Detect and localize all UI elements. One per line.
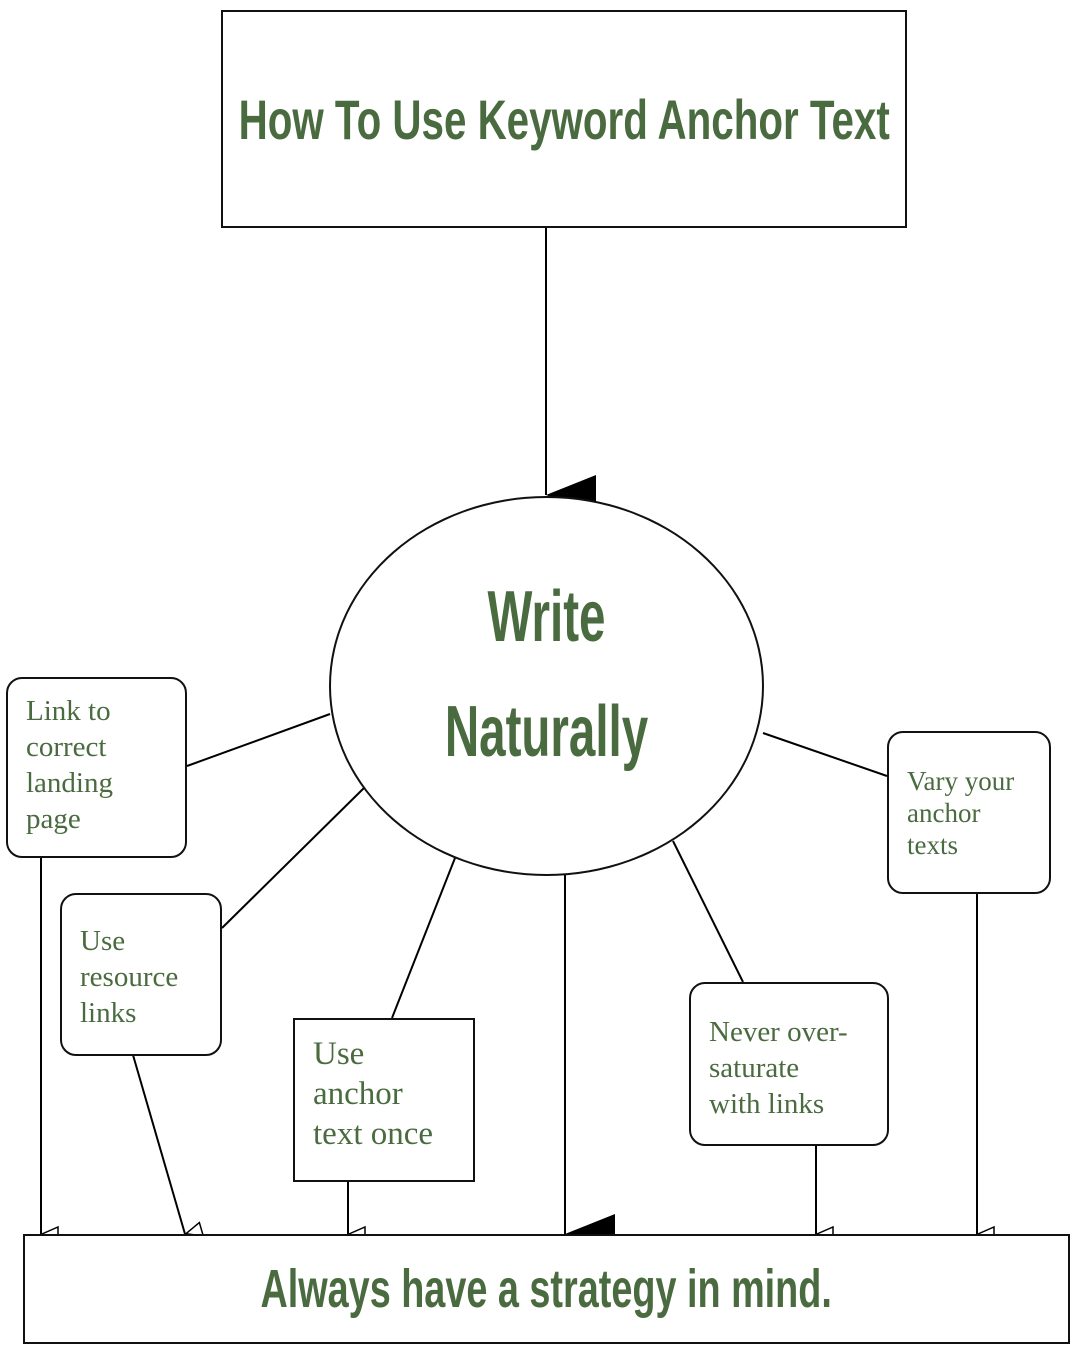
tip-oversaturate-line: Never over- bbox=[709, 1016, 848, 1048]
tip-resource-line: resource bbox=[80, 961, 179, 993]
tip-resource-links: Use resource links bbox=[60, 893, 222, 1056]
tip-resource-line: Use bbox=[80, 925, 126, 957]
center-node: Write Naturally bbox=[329, 496, 764, 876]
edge-center-to-vary bbox=[762, 732, 888, 777]
title-text: How To Use Keyword Anchor Text bbox=[238, 87, 890, 151]
center-text-line2: Naturally bbox=[444, 692, 649, 772]
tip-never-oversaturate: Never over- saturate with links bbox=[689, 982, 889, 1146]
tip-vary-anchor: Vary your anchor texts bbox=[887, 731, 1051, 894]
tip-anchor-once: Use anchor text once bbox=[293, 1018, 475, 1182]
tip-oversaturate-line: with links bbox=[709, 1088, 825, 1120]
tip-once-line: anchor bbox=[313, 1076, 403, 1112]
tip-landing-line: landing bbox=[26, 767, 113, 799]
tip-vary-line: anchor bbox=[907, 798, 981, 828]
tip-once-line: Use bbox=[313, 1036, 365, 1072]
tip-landing-page: Link to correct landing page bbox=[6, 677, 187, 858]
tip-vary-line: Vary your bbox=[907, 766, 1015, 796]
tip-resource-line: links bbox=[80, 997, 137, 1029]
edge-center-to-landing bbox=[186, 713, 331, 767]
title-node: How To Use Keyword Anchor Text bbox=[221, 10, 907, 228]
tip-oversaturate-line: saturate bbox=[709, 1052, 800, 1084]
edge-center-to-once bbox=[391, 857, 456, 1019]
tip-landing-line: correct bbox=[26, 731, 107, 763]
edge-resource-to-bottom bbox=[132, 1054, 185, 1234]
edge-center-to-oversaturate bbox=[672, 840, 744, 983]
edge-center-to-resource bbox=[221, 786, 366, 929]
tip-landing-line: page bbox=[26, 803, 81, 835]
tip-vary-line: texts bbox=[907, 830, 958, 860]
center-text-line1: Write bbox=[487, 577, 606, 657]
bottom-text: Always have a strategy in mind. bbox=[260, 1259, 833, 1319]
bottom-node: Always have a strategy in mind. bbox=[23, 1234, 1070, 1344]
tip-once-line: text once bbox=[313, 1116, 434, 1152]
tip-landing-line: Link to bbox=[26, 695, 111, 727]
